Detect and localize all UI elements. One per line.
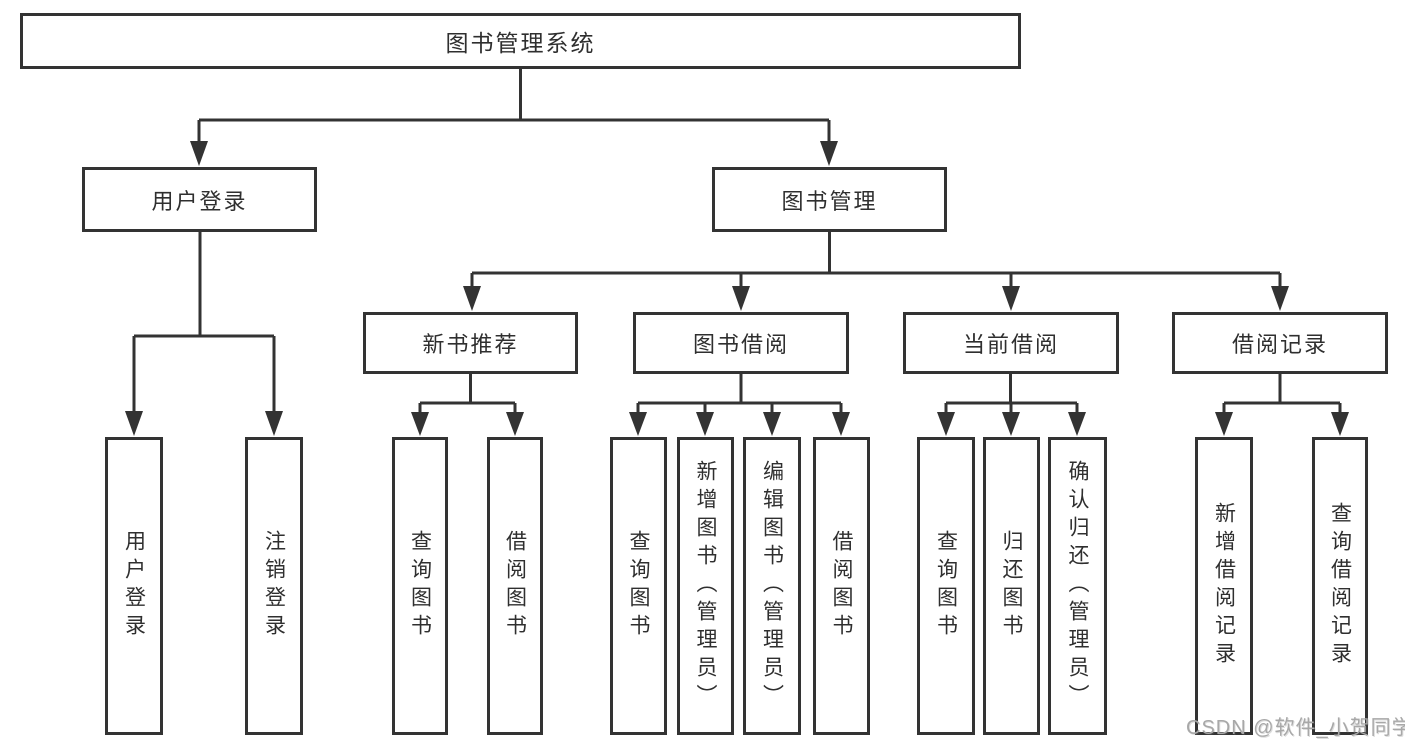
arrowhead-icon xyxy=(832,412,850,436)
arrowhead-icon xyxy=(411,412,429,436)
connector-borrow-records-fork xyxy=(1222,374,1342,413)
arrowhead-icon xyxy=(1271,286,1289,311)
arrowhead-icon xyxy=(1002,412,1020,436)
node-book-management: 图书管理 xyxy=(712,167,947,232)
leaf-add-borrow-record: 新增借阅记录 xyxy=(1195,437,1253,735)
leaf-borrow-books-2-label: 借阅图书 xyxy=(830,530,853,642)
node-borrow-records-label: 借阅记录 xyxy=(1231,332,1328,357)
leaf-edit-books-admin-label: 编辑图书（管理员） xyxy=(760,460,784,712)
arrowhead-icon xyxy=(463,286,481,311)
node-book-borrow-label: 图书借阅 xyxy=(692,332,789,357)
node-user-login-label: 用户登录 xyxy=(151,188,248,214)
watermark: CSDN @软件_小贺同学 xyxy=(1186,717,1405,739)
leaf-confirm-return-admin-label: 确认归还（管理员） xyxy=(1066,460,1089,712)
node-current-borrow: 当前借阅 xyxy=(903,312,1119,374)
arrowhead-icon xyxy=(763,412,781,436)
arrowhead-icon xyxy=(1068,412,1086,436)
leaf-query-borrow-record: 查询借阅记录 xyxy=(1312,437,1368,735)
connector-root-fork xyxy=(197,69,831,144)
leaf-query-books-1: 查询图书 xyxy=(392,437,448,735)
leaf-query-borrow-record-label: 查询借阅记录 xyxy=(1328,502,1352,670)
arrowhead-icon xyxy=(190,141,208,166)
node-new-book-recommend: 新书推荐 xyxy=(363,312,578,374)
arrowhead-icon xyxy=(506,412,524,436)
connector-new-book-fork xyxy=(418,374,517,413)
connector-book-management-fork xyxy=(470,232,1282,289)
leaf-borrow-books-1-label: 借阅图书 xyxy=(503,530,527,642)
node-root-label: 图书管理系统 xyxy=(445,30,596,56)
arrowhead-icon xyxy=(696,412,714,436)
node-new-book-recommend-label: 新书推荐 xyxy=(422,332,519,357)
arrowhead-icon xyxy=(265,411,283,436)
leaf-query-books-3-label: 查询图书 xyxy=(934,530,958,642)
leaf-query-books-2: 查询图书 xyxy=(610,437,667,735)
leaf-query-books-2-label: 查询图书 xyxy=(627,530,650,642)
node-root: 图书管理系统 xyxy=(20,13,1021,69)
node-book-management-label: 图书管理 xyxy=(781,188,878,214)
leaf-query-books-3: 查询图书 xyxy=(917,437,975,735)
leaf-logout-label: 注销登录 xyxy=(262,530,286,642)
node-borrow-records: 借阅记录 xyxy=(1172,312,1388,374)
arrowhead-icon xyxy=(1331,412,1349,436)
arrowhead-icon xyxy=(1215,412,1233,436)
connector-current-borrow-fork xyxy=(944,374,1079,413)
leaf-query-books-1-label: 查询图书 xyxy=(408,530,432,642)
arrowhead-icon xyxy=(937,412,955,436)
leaf-add-books-admin-label: 新增图书（管理员） xyxy=(694,460,717,712)
node-user-login: 用户登录 xyxy=(82,167,317,232)
node-current-borrow-label: 当前借阅 xyxy=(962,332,1059,357)
leaf-edit-books-admin: 编辑图书（管理员） xyxy=(743,437,801,735)
leaf-return-books: 归还图书 xyxy=(983,437,1040,735)
leaf-add-borrow-record-label: 新增借阅记录 xyxy=(1212,502,1236,670)
connector-book-borrow-fork xyxy=(636,374,843,413)
arrowhead-icon xyxy=(629,412,647,436)
leaf-confirm-return-admin: 确认归还（管理员） xyxy=(1048,437,1107,735)
connector-user-login-fork xyxy=(132,232,276,413)
leaf-user-login: 用户登录 xyxy=(105,437,163,735)
leaf-borrow-books-1: 借阅图书 xyxy=(487,437,543,735)
arrowhead-icon xyxy=(125,411,143,436)
leaf-return-books-label: 归还图书 xyxy=(1000,530,1023,642)
leaf-add-books-admin: 新增图书（管理员） xyxy=(677,437,734,735)
leaf-logout: 注销登录 xyxy=(245,437,303,735)
arrowhead-icon xyxy=(732,286,750,311)
arrowhead-icon xyxy=(1002,286,1020,311)
leaf-user-login-label: 用户登录 xyxy=(122,530,146,642)
leaf-borrow-books-2: 借阅图书 xyxy=(813,437,870,735)
node-book-borrow: 图书借阅 xyxy=(633,312,849,374)
arrowhead-icon xyxy=(820,141,838,166)
